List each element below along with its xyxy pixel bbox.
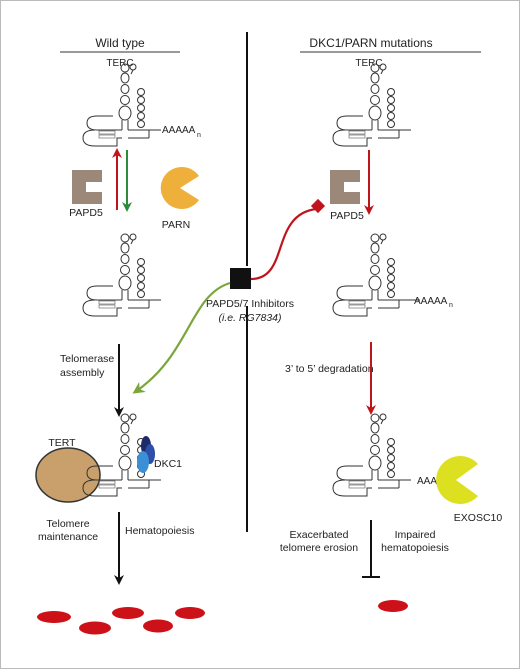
exacerbated-erosion-line1: Exacerbated — [290, 529, 349, 541]
promotion-curve — [132, 281, 231, 394]
inhibitor-label-line2: (i.e. RG7834) — [218, 312, 281, 324]
right-papd5-label: PAPD5 — [330, 210, 364, 222]
right-polyA-label: AAAAA — [414, 296, 448, 307]
telomere-maintenance-line1: Telomere — [46, 518, 89, 530]
right-polyA-short-label: AAAAA — [417, 476, 451, 487]
exacerbated-erosion-line2: telomere erosion — [280, 542, 358, 554]
exosc10-label: EXOSC10 — [454, 512, 503, 524]
inhibition-head — [310, 198, 326, 214]
terc-rna-right-top — [332, 63, 412, 147]
tert-protein — [35, 447, 101, 503]
degradation-label: 3’ to 5’ degradation — [285, 363, 374, 375]
parn-enzyme — [160, 167, 199, 210]
left-polyA-subscript: n — [197, 132, 201, 139]
left-terc-label: TERC — [106, 58, 133, 69]
dkc1-label: DKC1 — [154, 458, 182, 470]
papd5-enzyme-left — [72, 170, 102, 204]
papd5-enzyme-right — [330, 170, 360, 204]
inhibitor-square — [230, 268, 251, 289]
red-blood-cells-normal — [37, 607, 205, 635]
left-parn-label: PARN — [162, 219, 190, 231]
left-papd5-label: PAPD5 — [69, 207, 103, 219]
red-blood-cell-reduced — [378, 600, 408, 612]
hematopoiesis-label: Hematopoiesis — [125, 525, 194, 537]
inhibitor-label-line1: PAPD5/7 Inhibitors — [206, 298, 294, 310]
terc-rna-mature — [82, 233, 162, 317]
left-panel-title: Wild type — [95, 36, 145, 50]
right-panel-title: DKC1/PARN mutations — [309, 36, 432, 50]
exosc10-enzyme — [436, 455, 478, 504]
terc-rna-right-degraded — [332, 413, 412, 497]
dkc1-complex — [137, 436, 155, 473]
right-polyA-subscript: n — [449, 302, 453, 309]
right-terc-label: TERC — [355, 58, 382, 69]
terc-rna-polyadenylated — [82, 63, 162, 147]
tert-label: TERT — [48, 437, 76, 449]
left-polyA-label: AAAAA — [162, 125, 196, 136]
terc-rna-right-tailed — [332, 233, 412, 317]
impaired-hematopoiesis-line2: hematopoiesis — [381, 542, 449, 554]
telomerase-assembly-label-line2: assembly — [60, 367, 105, 379]
telomere-maintenance-line2: maintenance — [38, 531, 98, 543]
telomerase-assembly-label-line1: Telomerase — [60, 353, 114, 365]
impaired-hematopoiesis-line1: Impaired — [395, 529, 436, 541]
inhibition-curve — [250, 207, 317, 281]
